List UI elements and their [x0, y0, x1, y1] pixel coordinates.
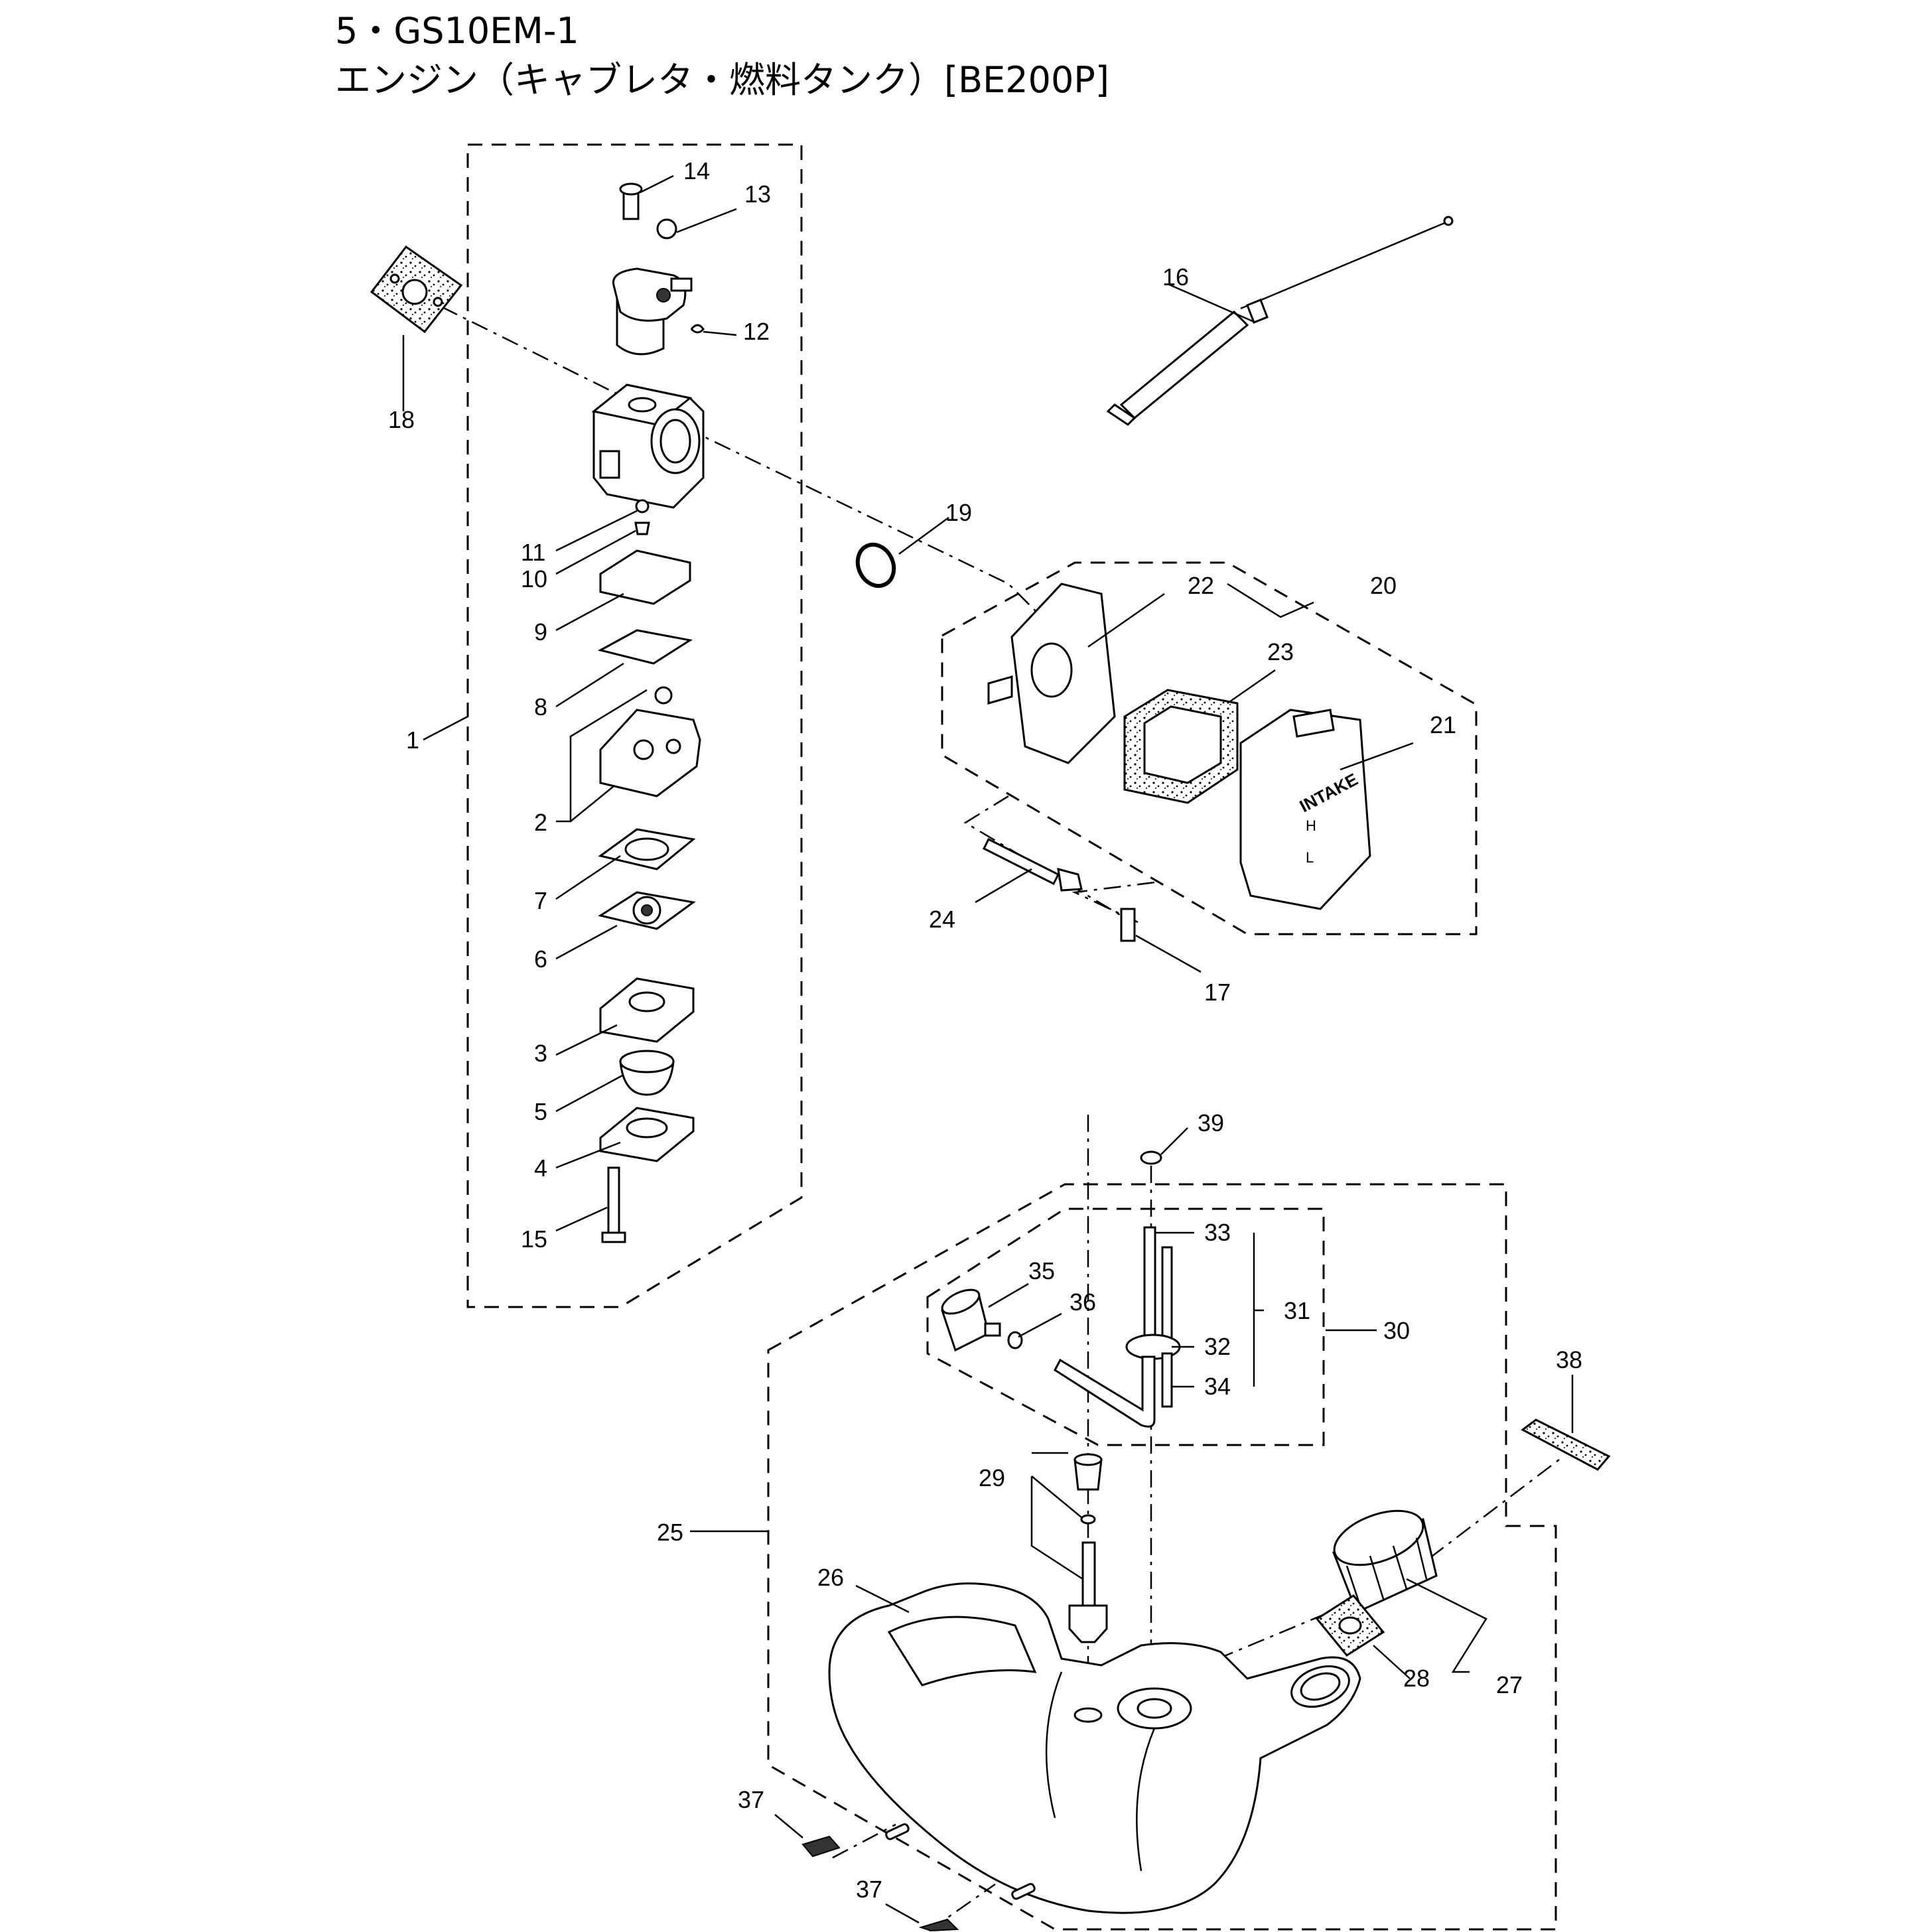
callout-27: 27 [1496, 1671, 1523, 1698]
h-mark-imprint: H [1306, 817, 1316, 834]
callout-21: 21 [1430, 711, 1456, 738]
callout-17: 17 [1204, 979, 1231, 1006]
callout-31: 31 [1284, 1297, 1310, 1324]
callout-9: 9 [534, 618, 547, 646]
page-subtitle: エンジン（キャブレタ・燃料タンク）[BE200P] [335, 59, 1109, 101]
pad-37-upper [801, 1835, 841, 1858]
carburetor-body [591, 383, 705, 509]
callout-6: 6 [534, 945, 547, 973]
callout-labels: 1 2 3 4 5 6 7 8 9 10 11 12 13 14 15 16 1… [388, 157, 1582, 1903]
callout-12: 12 [743, 318, 770, 345]
fuel-pickup-boundary [926, 1208, 1325, 1446]
callout-18: 18 [388, 406, 415, 433]
label-17 [1120, 908, 1136, 942]
page-title: 5・GS10EM-1 [335, 10, 579, 52]
callout-37-upper: 37 [738, 1786, 764, 1813]
callout-38: 38 [1556, 1346, 1582, 1373]
pad-38 [1521, 1418, 1611, 1471]
callout-13: 13 [744, 180, 771, 208]
air-cleaner-base-22 [987, 583, 1116, 764]
fuel-filter-35 [941, 1288, 1001, 1352]
carburetor-assembly-boundary [466, 143, 803, 1308]
callout-29: 29 [979, 1464, 1005, 1491]
callout-39: 39 [1198, 1109, 1224, 1137]
callout-35: 35 [1028, 1257, 1055, 1284]
l-mark-imprint: L [1306, 849, 1314, 866]
fuel-tank-26 [828, 1582, 1361, 1914]
o-ring-36 [1007, 1331, 1023, 1349]
callout-5: 5 [534, 1098, 547, 1125]
callout-30: 30 [1383, 1317, 1410, 1344]
callout-19: 19 [945, 499, 972, 526]
callout-24: 24 [929, 906, 955, 933]
callout-1: 1 [406, 726, 419, 754]
callout-3: 3 [534, 1040, 547, 1067]
needle-valve-10 [634, 521, 650, 535]
pump-cover-9 [599, 549, 691, 605]
fuel-cap-27 [1332, 1509, 1438, 1614]
callout-16: 16 [1162, 263, 1189, 291]
callout-15: 15 [521, 1225, 547, 1253]
gasket-8 [597, 629, 693, 665]
callout-2: 2 [534, 809, 547, 836]
bolt-24 [982, 837, 1083, 892]
air-cleaner-boundary [941, 561, 1478, 935]
callout-23: 23 [1267, 638, 1294, 665]
callout-14: 14 [683, 157, 710, 184]
callout-34: 34 [1204, 1373, 1231, 1400]
callout-4: 4 [534, 1154, 547, 1182]
o-ring-11 [635, 499, 650, 514]
callout-20: 20 [1370, 572, 1397, 599]
callout-11: 11 [521, 539, 545, 566]
callout-7: 7 [534, 887, 547, 914]
throttle-cable-16 [1106, 216, 1454, 426]
callout-8: 8 [534, 693, 547, 721]
fuel-pickup-assembly-31 [1054, 1226, 1181, 1428]
o-ring-19 [855, 542, 896, 588]
callout-28: 28 [1403, 1665, 1430, 1692]
callout-26: 26 [817, 1564, 844, 1591]
callout-32: 32 [1204, 1333, 1231, 1360]
callout-10: 10 [521, 565, 547, 592]
pad-37-lower [918, 1918, 959, 1932]
screw-15 [601, 1166, 626, 1243]
fuel-tank-boundary [767, 1183, 1557, 1931]
clip-39 [1140, 1150, 1162, 1165]
callout-33: 33 [1204, 1219, 1231, 1246]
air-cleaner-cover-21: INTAKE H L [1239, 709, 1371, 910]
throttle-lever-assembly [612, 182, 705, 356]
vent-valve-29 [1068, 1453, 1108, 1643]
gasket-hole [401, 279, 428, 305]
callout-36: 36 [1070, 1288, 1096, 1316]
callout-leader-lines [402, 174, 1574, 1924]
callout-25: 25 [657, 1519, 683, 1546]
callout-37-lower: 37 [856, 1876, 882, 1903]
callout-22: 22 [1188, 572, 1214, 599]
